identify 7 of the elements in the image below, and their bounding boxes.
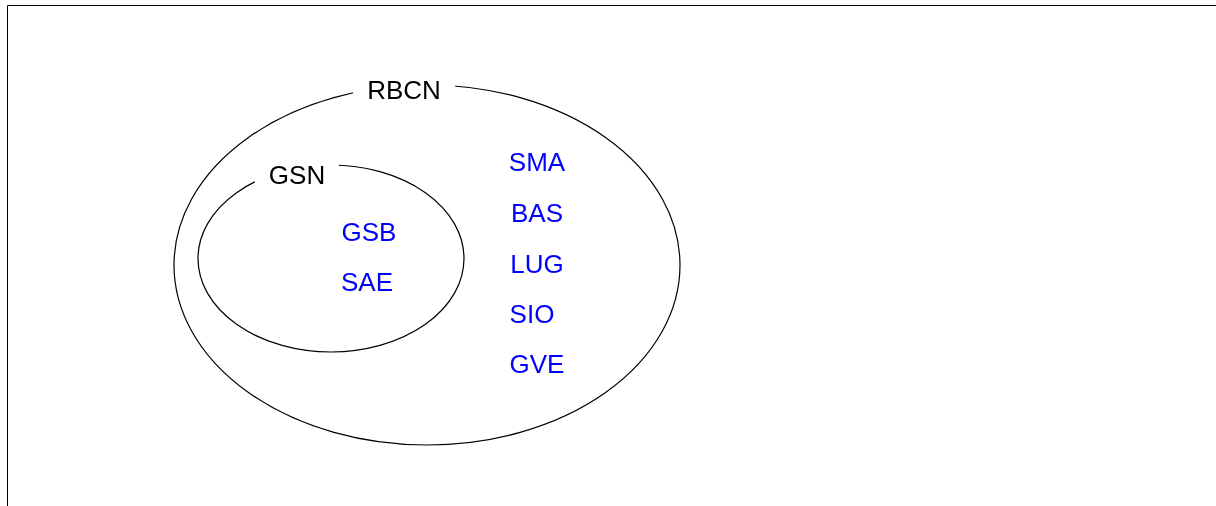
member-label: GSB [341, 216, 397, 248]
member-label: SMA [508, 146, 566, 178]
member-label: BAS [511, 197, 563, 229]
member-label: LUG [510, 248, 564, 280]
member-label: SAE [341, 266, 393, 298]
member-label: GVE [509, 348, 565, 380]
member-label: SIO [509, 298, 555, 330]
